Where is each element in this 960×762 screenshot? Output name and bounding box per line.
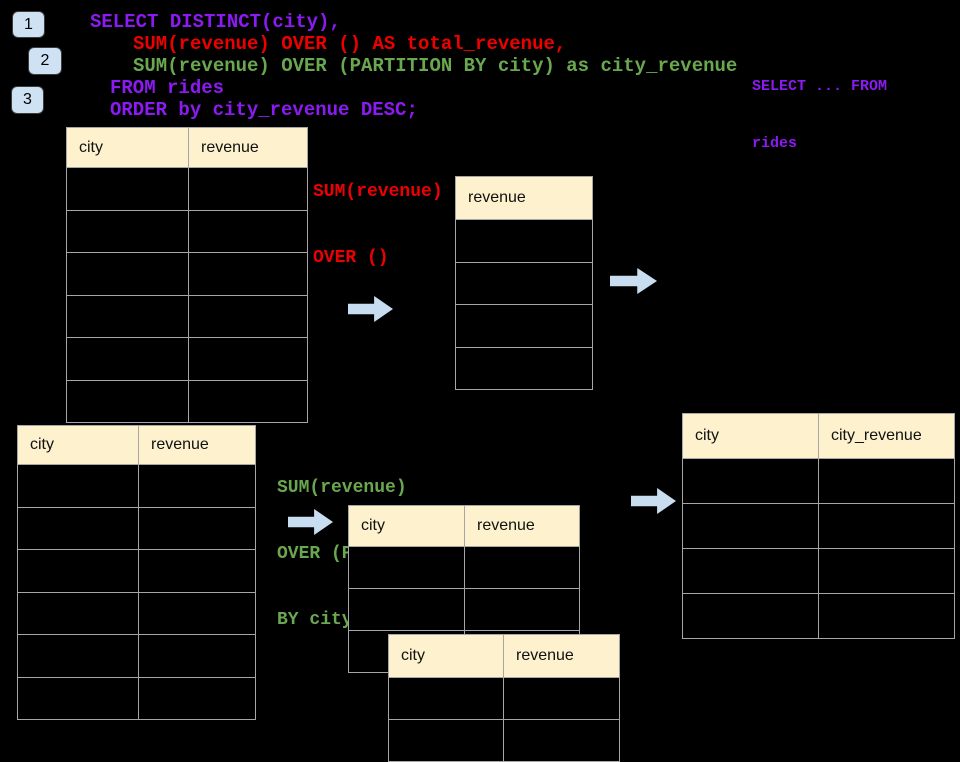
table-cell bbox=[67, 295, 188, 337]
table-cell bbox=[389, 678, 503, 719]
label-total-revenue-line2: OVER () bbox=[313, 248, 389, 268]
sql-line-sum-partition: SUM(revenue) OVER (PARTITION BY city) as… bbox=[133, 55, 738, 77]
column-header-city: city bbox=[683, 414, 818, 458]
table-cell bbox=[67, 210, 188, 252]
table-cell bbox=[683, 549, 818, 593]
step-badge-3: 3 bbox=[11, 86, 44, 114]
table-cell bbox=[67, 253, 188, 295]
sql-line-from: FROM rides bbox=[110, 77, 225, 99]
step-badge-2-label: 2 bbox=[40, 52, 50, 69]
table-cell bbox=[189, 295, 307, 337]
table-cell bbox=[504, 720, 619, 761]
table-cell bbox=[189, 338, 307, 380]
table-cell bbox=[18, 635, 138, 677]
label-total-revenue-line1: SUM(revenue) bbox=[313, 182, 443, 202]
table-total-revenue: revenue bbox=[455, 176, 593, 390]
table-cell bbox=[139, 592, 255, 634]
table-cell bbox=[67, 338, 188, 380]
table-cell bbox=[389, 720, 503, 761]
step-badge-1-label: 1 bbox=[24, 15, 33, 33]
column-header-revenue: revenue bbox=[456, 177, 592, 219]
side-note: SELECT ... FROM rides bbox=[752, 39, 887, 191]
table-rides-top: city revenue bbox=[66, 127, 308, 423]
step-badge-2: 2 bbox=[28, 47, 62, 75]
table-cell bbox=[349, 547, 464, 588]
column-header-city: city bbox=[349, 506, 464, 546]
table-cell bbox=[456, 347, 592, 389]
table-cell bbox=[189, 380, 307, 422]
table-cell bbox=[139, 635, 255, 677]
table-cell bbox=[504, 678, 619, 719]
table-cell bbox=[456, 220, 592, 262]
table-cell bbox=[189, 253, 307, 295]
table-cell bbox=[139, 465, 255, 507]
table-cell bbox=[683, 504, 818, 548]
table-cell bbox=[819, 549, 954, 593]
label-partition-line1: SUM(revenue) bbox=[277, 478, 407, 498]
table-cell bbox=[189, 210, 307, 252]
right-arrow-icon bbox=[631, 488, 676, 514]
step-badge-3-label: 3 bbox=[23, 91, 32, 108]
table-cell bbox=[18, 592, 138, 634]
column-header-city: city bbox=[389, 635, 503, 677]
table-cell bbox=[67, 380, 188, 422]
column-header-revenue: revenue bbox=[504, 635, 619, 677]
table-cell bbox=[456, 262, 592, 304]
table-cell bbox=[683, 459, 818, 503]
right-arrow-icon bbox=[610, 268, 657, 294]
table-cell bbox=[189, 168, 307, 210]
sql-line-sum-total: SUM(revenue) OVER () AS total_revenue, bbox=[133, 33, 567, 55]
table-cell bbox=[18, 465, 138, 507]
table-cell bbox=[683, 594, 818, 638]
table-cell bbox=[349, 589, 464, 630]
table-cell bbox=[67, 168, 188, 210]
label-total-revenue: SUM(revenue) OVER () bbox=[313, 137, 443, 313]
table-cell bbox=[18, 677, 138, 719]
sql-line-order: ORDER by city_revenue DESC; bbox=[110, 99, 418, 121]
table-cell bbox=[18, 507, 138, 549]
table-cell bbox=[819, 504, 954, 548]
side-note-line1: SELECT ... FROM bbox=[752, 78, 888, 95]
table-partition-overlay: city revenue bbox=[388, 634, 620, 762]
table-cell bbox=[18, 550, 138, 592]
column-header-revenue: revenue bbox=[465, 506, 579, 546]
table-rides-bottom: city revenue bbox=[17, 425, 256, 720]
table-cell bbox=[456, 305, 592, 347]
column-header-city-revenue: city_revenue bbox=[819, 414, 954, 458]
table-cell bbox=[819, 459, 954, 503]
table-result: city city_revenue bbox=[682, 413, 955, 639]
table-cell bbox=[139, 550, 255, 592]
column-header-revenue: revenue bbox=[139, 426, 255, 464]
table-cell bbox=[819, 594, 954, 638]
sql-line-select: SELECT DISTINCT(city), bbox=[90, 11, 341, 33]
column-header-city: city bbox=[18, 426, 138, 464]
table-cell bbox=[465, 547, 579, 588]
step-badge-1: 1 bbox=[12, 11, 45, 38]
column-header-revenue: revenue bbox=[189, 128, 307, 167]
side-note-line2: rides bbox=[752, 135, 798, 152]
table-cell bbox=[139, 507, 255, 549]
table-cell bbox=[465, 589, 579, 630]
table-cell bbox=[139, 677, 255, 719]
column-header-city: city bbox=[67, 128, 188, 167]
